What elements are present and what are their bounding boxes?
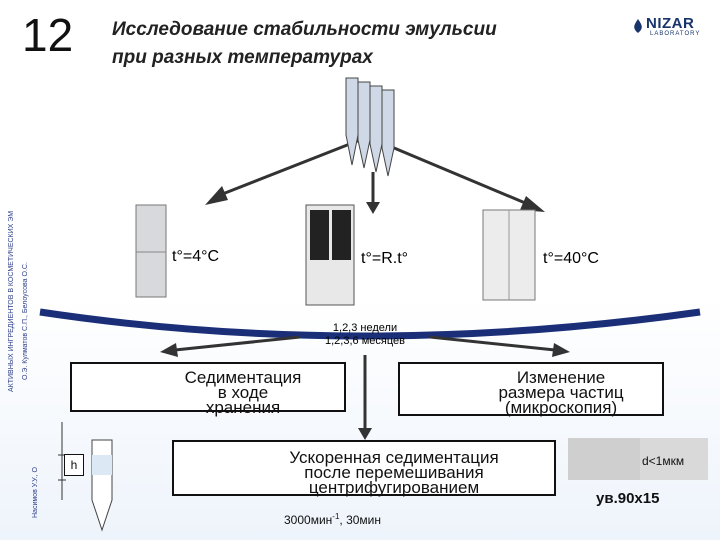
speed-exp: -1	[332, 512, 340, 521]
temp-room: t°=R.t°	[361, 250, 409, 267]
part-line-2: размера частиц	[498, 383, 624, 402]
part-line-1: Изменение	[516, 368, 606, 387]
h-label: h	[64, 454, 84, 476]
temp-hot: t°=40°C	[543, 250, 599, 267]
arrow-particle	[429, 335, 556, 352]
part-line-3: (микроскопия)	[504, 398, 618, 417]
title-line-2: при разных температурах	[112, 47, 373, 68]
magnification-label: ув.90х15	[596, 490, 660, 507]
arrow-sed	[174, 335, 301, 352]
cent-line-1: Ускоренная седиментация	[289, 448, 499, 467]
title-line-1: Исследование стабильности эмульсии	[112, 19, 497, 40]
separator-arc	[39, 308, 701, 340]
period-months: 1,2,3,6 месяцев	[325, 335, 405, 347]
incubator-icon	[482, 209, 536, 301]
fridge-icon	[135, 204, 167, 298]
cent-line-3: центрифугированием	[308, 478, 480, 497]
sidebar: АКТИВНЫХ ИНГРЕДИЕНТОВ В КОСМЕТИЧЕСКИХ ЭМ…	[2, 90, 42, 530]
sedimentation-box: Седиментация в ходе хранения	[70, 362, 346, 417]
period-weeks: 1,2,3 недели	[332, 322, 398, 334]
speed-time: , 30мин	[339, 513, 382, 527]
sed-line-2: в ходе	[217, 383, 269, 402]
sidebar-line-3: Насимов У.У., О	[32, 467, 39, 518]
sed-line-3: хранения	[205, 398, 281, 417]
sidebar-line-2: О.Э. Кулматов С.П., Белоусова О.С.	[22, 262, 29, 380]
centrifuge-box: Ускоренная седиментация после перемешива…	[172, 440, 556, 496]
test-tubes-icon	[345, 77, 395, 177]
arrow-right	[374, 138, 531, 207]
arrow-left	[219, 138, 361, 197]
sidebar-line-1: АКТИВНЫХ ИНГРЕДИЕНТОВ В КОСМЕТИЧЕСКИХ ЭМ	[8, 210, 15, 392]
logo-sub: LABORATORY	[650, 31, 701, 37]
test-tube-h-icon	[58, 422, 113, 532]
temp-cold: t°=4°C	[172, 248, 220, 265]
particle-size-label: d<1мкм	[642, 454, 685, 468]
slide-number: 12	[22, 9, 74, 61]
periods: 1,2,3 недели 1,2,3,6 месяцев	[290, 322, 440, 348]
speed-label: 3000мин-1, 30мин	[284, 512, 381, 527]
logo: NIZAR	[646, 15, 695, 32]
page-title: Исследование стабильности эмульсии при р…	[112, 16, 497, 72]
drop-icon	[634, 19, 642, 33]
sed-line-1: Седиментация	[184, 368, 302, 387]
cent-line-2: после перемешивания	[304, 463, 484, 482]
particle-box: Изменение размера частиц (микроскопия)	[398, 362, 664, 416]
cabinet-icon	[305, 204, 355, 306]
micrograph-image	[568, 438, 708, 480]
speed-value: 3000мин	[284, 513, 333, 527]
